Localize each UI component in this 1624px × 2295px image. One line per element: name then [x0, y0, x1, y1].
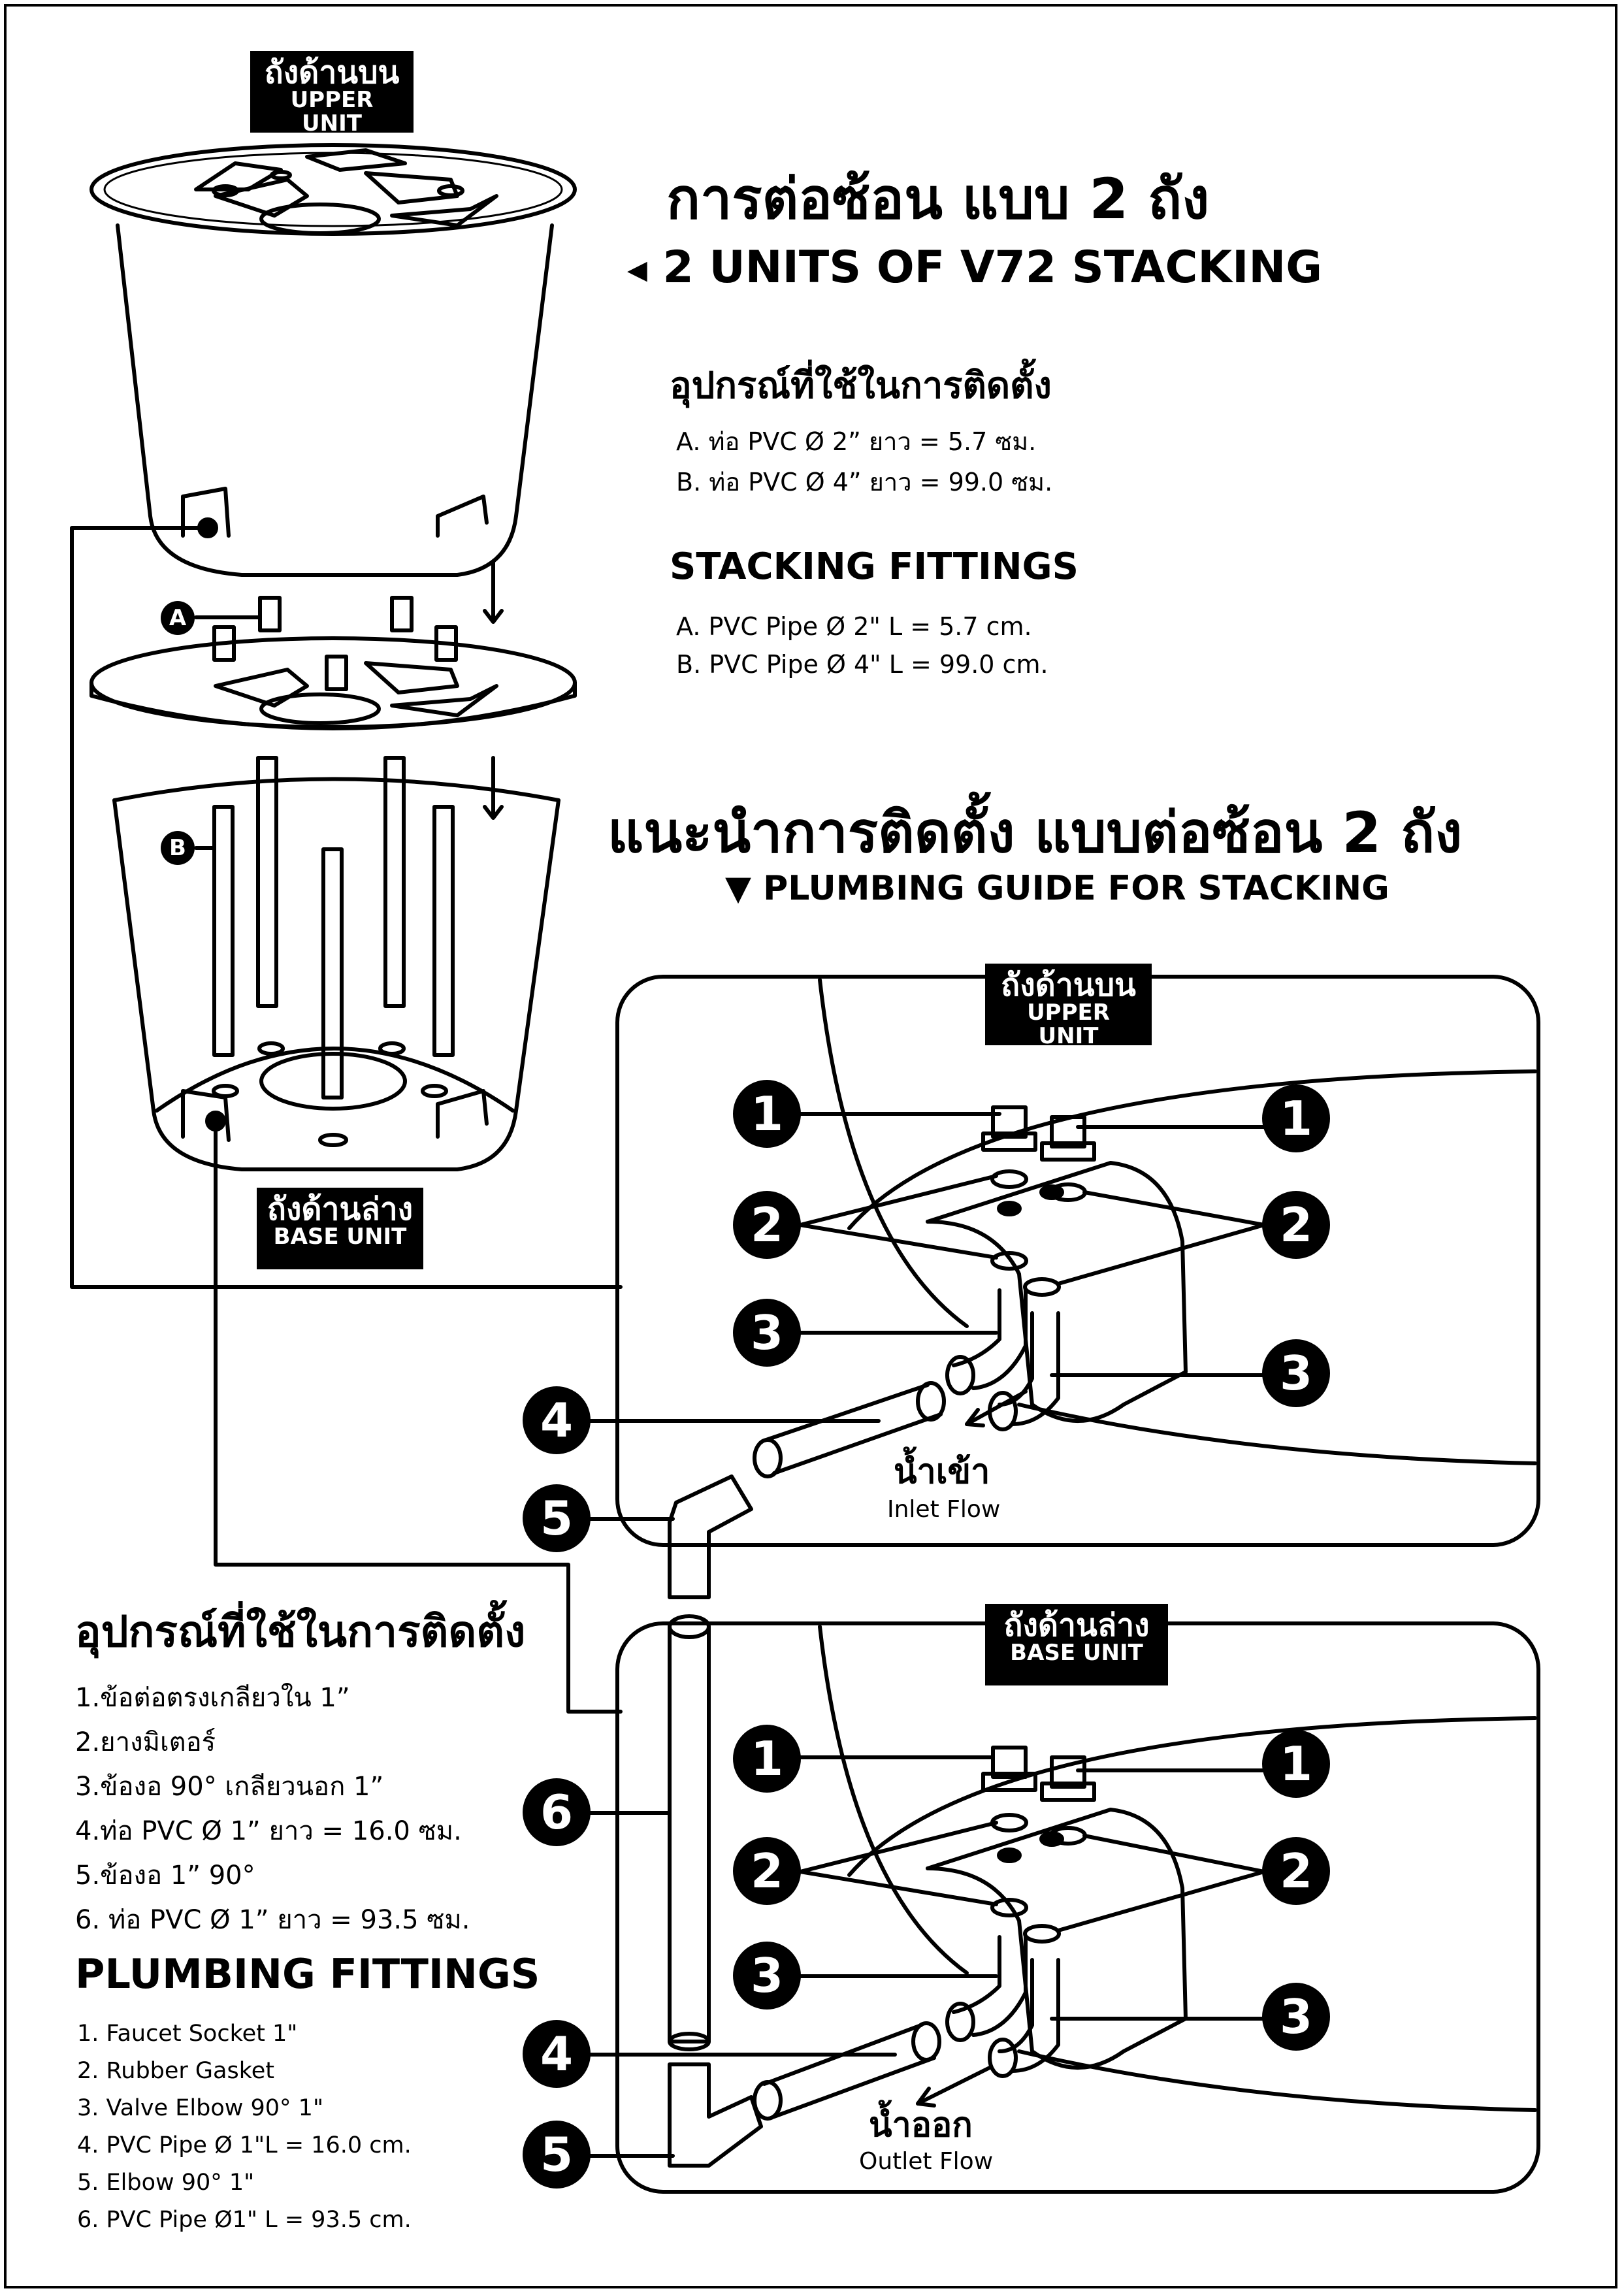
base-unit-drawing — [112, 756, 560, 1171]
list-item: 2.ยางมิเตอร์ — [75, 1727, 216, 1757]
callout-3-upper-right: 3 — [1262, 1339, 1330, 1407]
callout-2-upper-left: 2 — [733, 1191, 801, 1259]
callout-6: 6 — [523, 1778, 591, 1846]
callout-1-upper-left: 1 — [733, 1080, 801, 1148]
stacking-equipment-list-th: A. ท่อ PVC Ø 2” ยาว = 5.7 ซม. B. ท่อ PVC… — [676, 421, 1052, 502]
callout-2-base-left: 2 — [733, 1837, 801, 1905]
callout-2-base-right: 2 — [1262, 1837, 1330, 1905]
upper-unit-label-en: UPPER UNIT — [290, 87, 374, 137]
upper-unit-label: ถังด้านบน UPPER UNIT — [250, 51, 414, 137]
list-item: 3. Valve Elbow 90° 1" — [77, 2095, 324, 2121]
list-item: A. ท่อ PVC Ø 2” ยาว = 5.7 ซม. — [676, 427, 1037, 456]
upper-panel-label-th: ถังด้านบน — [1001, 967, 1136, 1003]
list-item: 3.ข้องอ 90° เกลียวนอก 1” — [75, 1772, 384, 1802]
base-panel-label-th: ถังด้านล่าง — [1003, 1607, 1150, 1644]
list-item: 2. Rubber Gasket — [77, 2058, 275, 2084]
base-unit-label-en: BASE UNIT — [273, 1224, 407, 1250]
stacking-equipment-heading-th: อุปกรณ์ที่ใช้ในการติดตั้ง — [670, 365, 1052, 407]
outlet-flow-label-th: น้ำออก — [869, 2106, 973, 2145]
plumbing-fittings-list: 1. Faucet Socket 1" 2. Rubber Gasket 3. … — [77, 2015, 412, 2239]
stacking-fittings-heading: STACKING FITTINGS — [670, 545, 1079, 588]
list-item: 4.ท่อ PVC Ø 1” ยาว = 16.0 ซม. — [75, 1816, 462, 1846]
callout-a: A — [161, 601, 195, 635]
callout-4-upper: 4 — [523, 1386, 591, 1454]
list-item: A. PVC Pipe Ø 2" L = 5.7 cm. — [676, 612, 1032, 641]
upper-panel-drawing — [586, 975, 1540, 1599]
list-item: 4. PVC Pipe Ø 1"L = 16.0 cm. — [77, 2132, 412, 2158]
outlet-flow-label-en: Outlet Flow — [859, 2148, 994, 2175]
callout-4-base: 4 — [523, 2020, 591, 2088]
list-item: 5. Elbow 90° 1" — [77, 2170, 255, 2196]
list-item: 6. ท่อ PVC Ø 1” ยาว = 93.5 ซม. — [75, 1905, 470, 1935]
list-item: 6. PVC Pipe Ø1" L = 93.5 cm. — [77, 2207, 412, 2233]
stacking-lid-drawing — [89, 596, 577, 730]
callout-3-upper-left: 3 — [733, 1299, 801, 1367]
inlet-flow-label-th: น้ำเข้า — [894, 1452, 990, 1491]
list-item: B. PVC Pipe Ø 4" L = 99.0 cm. — [676, 650, 1048, 679]
plumbing-fittings-heading: PLUMBING FITTINGS — [75, 1950, 540, 1998]
base-panel-label: ถังด้านล่าง BASE UNIT — [985, 1604, 1168, 1685]
stacking-title-th: การต่อซ้อน แบบ 2 ถัง — [666, 167, 1210, 232]
stacking-title-en-text: 2 UNITS OF V72 STACKING — [662, 242, 1323, 293]
list-item: 1. Faucet Socket 1" — [77, 2021, 298, 2047]
list-item: B. ท่อ PVC Ø 4” ยาว = 99.0 ซม. — [676, 468, 1053, 496]
callout-b: B — [161, 831, 195, 865]
callout-2-upper-right: 2 — [1262, 1191, 1330, 1259]
base-unit-label: ถังด้านล่าง BASE UNIT — [257, 1188, 423, 1269]
plumbing-equipment-heading-th: อุปกรณ์ที่ใช้ในการติดตั้ง — [75, 1606, 526, 1657]
left-pointer-icon: ◀ — [627, 255, 647, 285]
callout-1-upper-right: 1 — [1262, 1084, 1330, 1152]
inlet-flow-label-en: Inlet Flow — [887, 1496, 1001, 1523]
stacking-fittings-list: A. PVC Pipe Ø 2" L = 5.7 cm. B. PVC Pipe… — [676, 608, 1048, 683]
upper-unit-label-th: ถังด้านบน — [264, 54, 400, 91]
plumbing-title-en: ▼ PLUMBING GUIDE FOR STACKING — [725, 869, 1389, 908]
callout-3-base-left: 3 — [733, 1942, 801, 2010]
callout-1-base-left: 1 — [733, 1725, 801, 1793]
base-panel-label-en: BASE UNIT — [1010, 1640, 1143, 1667]
base-panel-drawing — [586, 1621, 1540, 2194]
stacking-title-en: ◀ 2 UNITS OF V72 STACKING — [627, 242, 1322, 293]
callout-5-base: 5 — [523, 2121, 591, 2189]
page-frame — [4, 4, 1617, 2288]
pipe-6-drawing — [586, 1614, 711, 2051]
upper-panel-label: ถังด้านบน UPPER UNIT — [985, 964, 1152, 1050]
list-item: 1.ข้อต่อตรงเกลียวใน 1” — [75, 1683, 350, 1713]
plumbing-title-th: แนะนำการติดตั้ง แบบต่อซ้อน 2 ถัง — [608, 800, 1463, 866]
plumbing-equipment-list-th: 1.ข้อต่อตรงเกลียวใน 1” 2.ยางมิเตอร์ 3.ข้… — [75, 1676, 470, 1942]
callout-5-upper: 5 — [523, 1484, 591, 1552]
upper-panel-label-en: UPPER UNIT — [1027, 1000, 1110, 1050]
base-unit-label-th: ถังด้านล่าง — [267, 1191, 414, 1228]
upper-unit-drawing — [89, 143, 577, 577]
list-item: 5.ข้องอ 1” 90° — [75, 1861, 255, 1891]
callout-3-base-right: 3 — [1262, 1983, 1330, 2051]
callout-1-base-right: 1 — [1262, 1730, 1330, 1798]
